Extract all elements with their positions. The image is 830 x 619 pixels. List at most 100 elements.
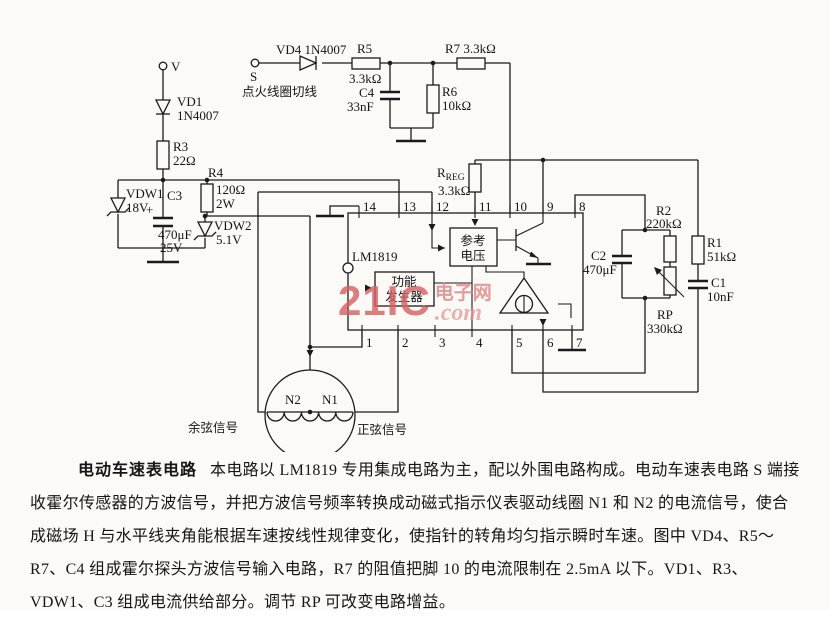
pin-label: 13 — [403, 199, 416, 214]
svg-text:470μF: 470μF — [158, 227, 192, 242]
svg-text:R3: R3 — [173, 139, 188, 154]
caption-text: 本电路以 LM1819 专用集成电路为主，配以外围电路构成。电动车速表电路 S … — [210, 462, 800, 479]
svg-text:470μF: 470μF — [583, 262, 617, 277]
pin14-ground — [316, 205, 359, 218]
svg-text:51kΩ: 51kΩ — [707, 249, 736, 264]
v-terminal: V — [158, 59, 181, 74]
caption-line: 电动车速表电路本电路以 LM1819 专用集成电路为主，配以外围电路构成。电动车… — [30, 454, 806, 487]
svg-text:33nF: 33nF — [347, 99, 374, 114]
function-generator-block: 功能 发生器 — [374, 271, 472, 307]
capacitor-c1: C1 10nF — [688, 275, 734, 304]
pin-label: 8 — [579, 199, 586, 214]
caption-line: R7、C4 组成霍尔探头方波信号输入电路，R7 的阻值把脚 10 的电流限制在 … — [30, 553, 806, 586]
svg-text:R7 3.3kΩ: R7 3.3kΩ — [445, 41, 496, 56]
pin-label: 6 — [547, 335, 554, 350]
capacitor-c3: C3 + 470μF 25V — [146, 188, 192, 255]
svg-text:VDW2: VDW2 — [214, 218, 252, 233]
ignition-coil-label: 点火线圈切线 — [242, 85, 318, 99]
resistor-r4: R4 120Ω 2W — [200, 165, 245, 213]
pin-label: 4 — [476, 335, 483, 350]
caption-text: VDW1、C3 组成电流供给部分。调节 RP 可改变电路增益。 — [30, 594, 456, 611]
svg-text:RP: RP — [657, 307, 673, 322]
diode-vd1: VD1 1N4007 — [154, 94, 219, 123]
cosine-signal-label: 余弦信号 — [188, 420, 238, 435]
svg-text:R6: R6 — [442, 84, 458, 99]
capacitor-c4: C4 33nF — [347, 85, 400, 114]
caption-text: 成磁场 H 与水平线夹角能根据车速按线性规律变化，使指针的转角均匀指示瞬时车速。… — [30, 528, 775, 545]
reference-voltage-block: 参考 电压 — [449, 227, 498, 267]
ic-lm1819: LM1819 14 13 12 11 10 9 8 1 — [316, 199, 586, 350]
comparator-current-source — [498, 276, 550, 314]
svg-text:3.3kΩ: 3.3kΩ — [438, 183, 470, 198]
pin-label: 12 — [436, 199, 449, 214]
caption-line: 成磁场 H 与水平线夹角能根据车速按线性规律变化，使指针的转角均匀指示瞬时车速。… — [30, 520, 806, 553]
ic-pin-labels: 14 13 12 11 10 9 8 1 2 3 4 5 6 7 — [363, 199, 586, 350]
caption-text: R7、C4 组成霍尔探头方波信号输入电路，R7 的阻值把脚 10 的电流限制在 … — [30, 561, 748, 578]
svg-text:C1: C1 — [711, 275, 726, 290]
resistor-r1: R1 51kΩ — [691, 235, 736, 265]
resistor-r5: R5 3.3kΩ — [349, 41, 381, 86]
caption-paragraph: 电动车速表电路本电路以 LM1819 专用集成电路为主，配以外围电路构成。电动车… — [30, 454, 806, 619]
svg-text:120Ω: 120Ω — [216, 182, 245, 197]
caption-line: VDW1、C3 组成电流供给部分。调节 RP 可改变电路增益。 — [30, 586, 806, 619]
svg-text:18V: 18V — [126, 200, 149, 215]
svg-text:功能: 功能 — [391, 275, 417, 289]
resistor-r2: R2 220kΩ — [646, 203, 682, 263]
wires — [117, 62, 699, 413]
svg-text:VDW1: VDW1 — [126, 186, 164, 201]
svg-text:22Ω: 22Ω — [173, 153, 196, 168]
svg-text:220kΩ: 220kΩ — [646, 216, 682, 231]
sine-signal-label: 正弦信号 — [357, 422, 407, 437]
arrowheads — [306, 219, 547, 357]
capacitor-c2: C2 470μF — [583, 248, 632, 277]
svg-text:+: + — [146, 202, 153, 217]
pin-label: 1 — [366, 335, 373, 350]
svg-text:25V: 25V — [160, 240, 183, 255]
resistor-rreg: RREG 3.3kΩ — [437, 163, 482, 198]
svg-text:VD1: VD1 — [177, 94, 202, 109]
svg-text:C4: C4 — [359, 85, 375, 100]
pin-label: 11 — [479, 199, 492, 214]
pin-label: 2 — [402, 335, 409, 350]
pin-label: 9 — [547, 199, 554, 214]
pin-label: 3 — [439, 335, 446, 350]
svg-text:R5: R5 — [357, 41, 372, 56]
potentiometer-rp: RP 330kΩ — [647, 266, 685, 336]
junction-dots — [160, 60, 648, 415]
ic-name: LM1819 — [352, 249, 398, 264]
coil-n2-label: N2 — [285, 392, 301, 407]
svg-text:S: S — [250, 69, 257, 84]
caption-text: 收霍尔传感器的方波信号，并把方波信号频率转换成动磁式指示仪表驱动线圈 N1 和 … — [30, 495, 789, 512]
svg-text:2W: 2W — [216, 196, 236, 211]
caption-title: 电动车速表电路 — [78, 462, 198, 479]
zener-vdw1: VDW1 18V — [106, 186, 164, 217]
diode-vd4: VD4 1N4007 — [276, 42, 347, 71]
meter-coil: N2 N1 余弦信号 正弦信号 — [188, 369, 407, 452]
resistor-r3: R3 22Ω — [156, 139, 196, 170]
pin-label: 10 — [514, 199, 527, 214]
svg-text:R4: R4 — [208, 165, 224, 180]
svg-text:R1: R1 — [707, 235, 722, 250]
svg-text:V: V — [171, 59, 181, 74]
svg-text:10kΩ: 10kΩ — [442, 98, 471, 113]
svg-text:C2: C2 — [591, 248, 606, 263]
transistor — [515, 213, 551, 266]
svg-text:参考: 参考 — [460, 233, 485, 248]
svg-text:C3: C3 — [167, 188, 182, 203]
svg-text:330kΩ: 330kΩ — [647, 321, 683, 336]
s-terminal: S 点火线圈切线 — [242, 58, 318, 99]
ic-notch — [342, 262, 354, 274]
svg-text:R2: R2 — [656, 203, 671, 218]
pin-label: 7 — [576, 335, 583, 350]
pin-label: 14 — [363, 199, 377, 214]
resistor-r7: R7 3.3kΩ — [445, 41, 496, 70]
svg-text:VD4 1N4007: VD4 1N4007 — [276, 42, 347, 57]
coil-n1-label: N1 — [322, 392, 338, 407]
pin-label: 5 — [516, 335, 523, 350]
svg-text:3.3kΩ: 3.3kΩ — [349, 71, 381, 86]
resistor-r6: R6 10kΩ — [426, 84, 471, 114]
svg-text:RREG: RREG — [437, 165, 465, 183]
zener-vdw2: VDW2 5.1V — [193, 218, 252, 247]
svg-text:5.1V: 5.1V — [216, 232, 242, 247]
